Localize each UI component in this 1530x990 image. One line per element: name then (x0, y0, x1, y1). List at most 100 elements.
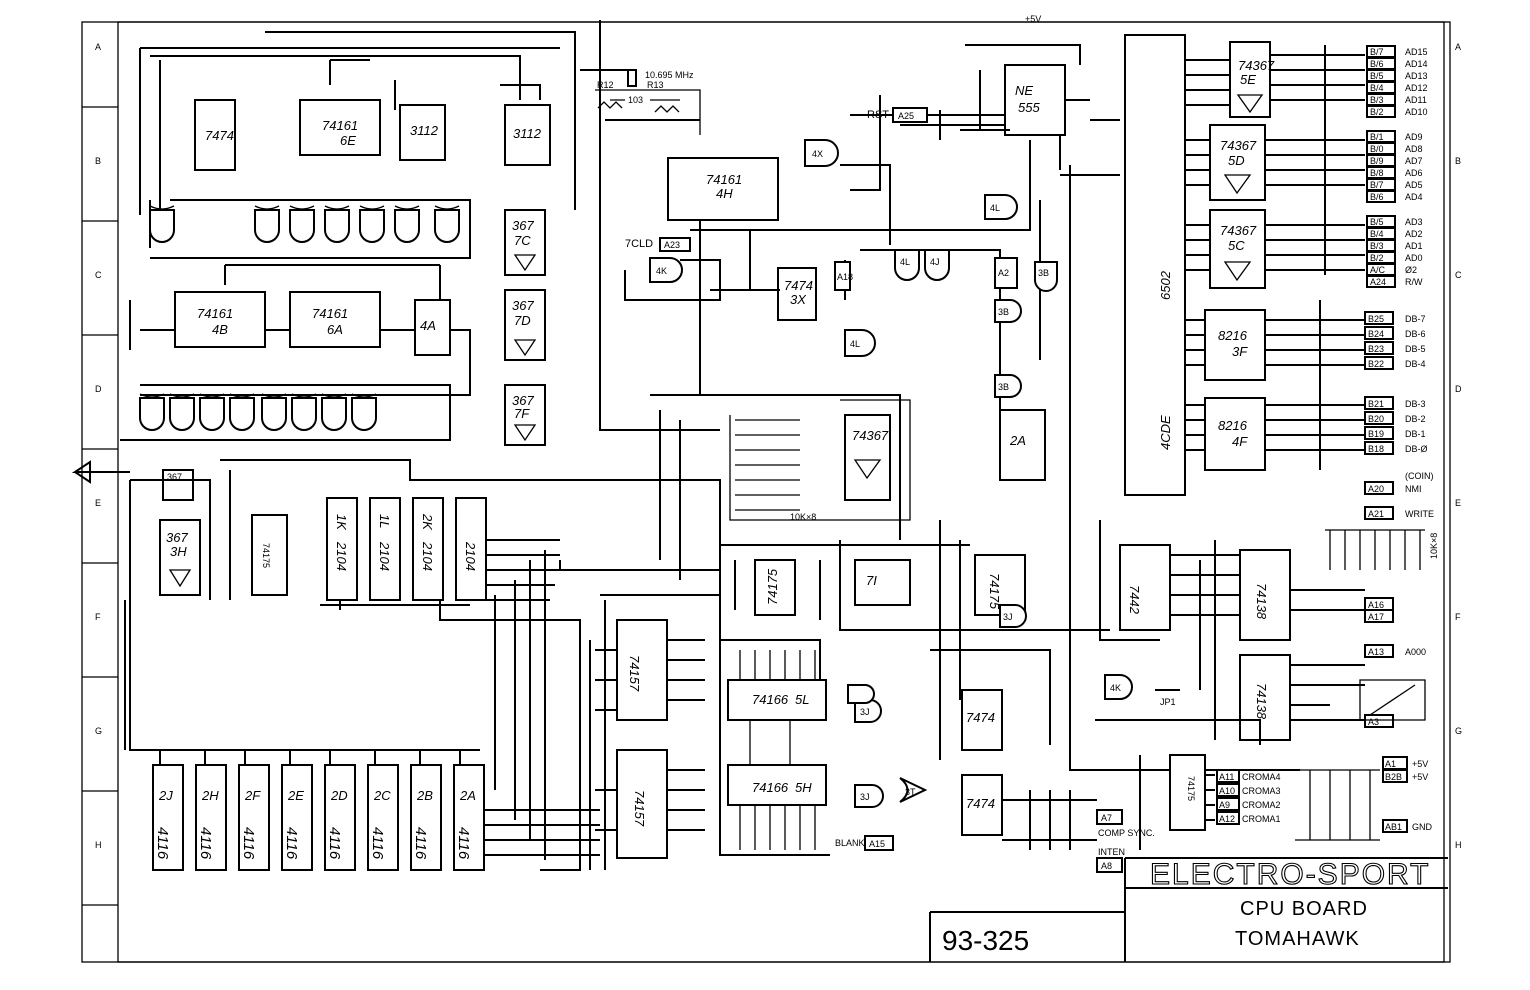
cpu-6502: 6502 4CDE (1124, 34, 1186, 496)
video-ram-type: 2104 (463, 541, 478, 571)
svg-text:A18: A18 (837, 272, 853, 282)
addr-signal: AD13 (1405, 71, 1428, 81)
svg-text:6502: 6502 (1158, 270, 1173, 300)
decoupling-caps (1295, 769, 1380, 841)
mux-3d: 74157 (616, 619, 668, 721)
addr-signal: AD5 (1405, 180, 1423, 190)
croma-signal: CROMA3 (1242, 786, 1281, 796)
xor-gate-icon (229, 393, 255, 431)
xor-gate-icon (351, 393, 377, 431)
svg-text:A7: A7 (1101, 813, 1112, 823)
svg-text:2A: 2A (1009, 433, 1026, 448)
addr-pin: A/C (1370, 265, 1386, 275)
svg-text:367: 367 (512, 218, 534, 233)
svg-text:367: 367 (167, 472, 182, 482)
decoder-wiring (1095, 520, 1426, 745)
signal-pin: A20 (1368, 484, 1384, 494)
dram-ref: 2A (459, 788, 476, 803)
border-row-label: G (1455, 726, 1462, 736)
xor-gate-icon (199, 393, 225, 431)
svg-text:3T: 3T (905, 787, 916, 797)
addr-signal: AD9 (1405, 132, 1423, 142)
svg-text:5E: 5E (1240, 72, 1256, 87)
border-row-label: B (95, 156, 101, 166)
shift-reg-5l: 74166 5L (727, 679, 827, 721)
svg-text:6A: 6A (327, 322, 343, 337)
pullup-resistors: 10K×8 (1325, 529, 1439, 570)
data-signal: DB-3 (1405, 399, 1426, 409)
signal-pin: A3 (1368, 717, 1379, 727)
dram-row: 2J41162H41162F41162E41162D41162C41162B41… (152, 764, 485, 871)
svg-text:8216: 8216 (1218, 328, 1248, 343)
svg-text:103: 103 (628, 95, 643, 105)
svg-text:10K×8: 10K×8 (1429, 533, 1439, 559)
data-pin: B21 (1368, 399, 1384, 409)
croma-signal: CROMA2 (1242, 800, 1281, 810)
svg-text:3J: 3J (860, 707, 870, 717)
addr-pin: B/4 (1370, 229, 1384, 239)
svg-text:74161: 74161 (322, 118, 358, 133)
svg-text:74138: 74138 (1254, 683, 1269, 720)
svg-text:8216: 8216 (1218, 418, 1248, 433)
flip-flop-5k-upper: 7474 (961, 689, 1003, 751)
dip-switch-bank: 10K×8 (729, 399, 911, 522)
addr-signal: Ø2 (1405, 265, 1417, 275)
svg-text:A15: A15 (869, 839, 885, 849)
addr-signal: AD12 (1405, 83, 1428, 93)
svg-text:7474: 7474 (966, 796, 995, 811)
svg-text:4L: 4L (990, 203, 1000, 213)
nand-4x: 4X (804, 139, 839, 167)
data-signal: DB-Ø (1405, 444, 1428, 454)
power-pin: B2B (1385, 772, 1402, 782)
dram-ref: 2C (373, 788, 391, 803)
svg-text:3J: 3J (860, 792, 870, 802)
border-row-label: A (95, 42, 101, 52)
svg-text:74161: 74161 (706, 172, 742, 187)
xor-gate-row-lower (139, 393, 377, 431)
svg-text:367: 367 (512, 393, 534, 408)
dram-type: 4116 (283, 827, 300, 860)
svg-text:A25: A25 (898, 111, 914, 121)
svg-text:74161: 74161 (197, 306, 233, 321)
svg-text:7C: 7C (514, 233, 531, 248)
svg-text:7474: 7474 (966, 710, 995, 725)
data-signal: DB-4 (1405, 359, 1426, 369)
signal-note: (COIN) (1405, 471, 1434, 481)
video-ram-type: 2104 (334, 541, 349, 571)
board-name: CPU BOARD (1240, 898, 1368, 920)
svg-text:7I: 7I (866, 573, 877, 588)
svg-text:3X: 3X (790, 292, 807, 307)
svg-text:A23: A23 (664, 240, 680, 250)
svg-text:7CLD: 7CLD (625, 238, 653, 250)
addr-pin: B/7 (1370, 180, 1384, 190)
signal-name: WRITE (1405, 509, 1434, 519)
svg-text:74166: 74166 (752, 692, 789, 707)
addr-pin: A24 (1370, 277, 1386, 287)
wiring-top-left (120, 20, 720, 441)
svg-text:74367: 74367 (1220, 223, 1257, 238)
signal-name: NMI (1405, 484, 1422, 494)
addr-pin: B/5 (1370, 71, 1384, 81)
signal-pin: A13 (1368, 647, 1384, 657)
addr-pin: B/1 (1370, 132, 1384, 142)
addr-signal: AD11 (1405, 95, 1427, 105)
dram-type: 4116 (154, 827, 171, 860)
power-pin: A1 (1385, 759, 1396, 769)
counter-6e: 74161 6E (299, 99, 381, 156)
mux-wiring (589, 600, 705, 870)
svg-text:7D: 7D (514, 313, 531, 328)
timer-555: NE 555 (939, 44, 1090, 140)
video-ram-label: 1K (334, 514, 349, 531)
decoder-5a: 74138 (1239, 549, 1291, 641)
svg-text:COMP SYNC.: COMP SYNC. (1098, 828, 1155, 838)
xor-gate-icon (394, 205, 420, 243)
addr-pin: B/6 (1370, 59, 1384, 69)
border-row-label: D (1455, 384, 1462, 394)
decoder-5b: 74138 (1239, 654, 1291, 741)
flip-flop-3x: 7474 3X (777, 267, 817, 321)
